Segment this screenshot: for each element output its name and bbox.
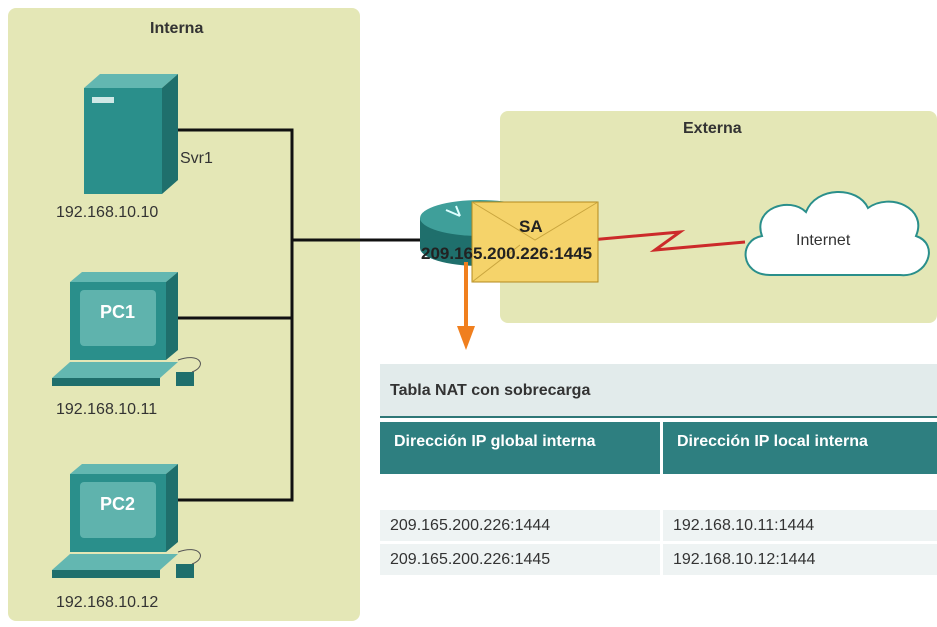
column-header-global: Dirección IP global interna <box>380 422 660 474</box>
nat-table-caption: Tabla NAT con sobrecarga <box>380 364 937 418</box>
table-cell: 209.165.200.226:1445 <box>380 544 660 575</box>
column-header-local: Dirección IP local interna <box>663 422 937 474</box>
internet-label: Internet <box>796 232 851 249</box>
pc2-ip-label: 192.168.10.12 <box>56 594 159 611</box>
inside-network-zone <box>8 8 360 621</box>
table-cell: 192.168.10.12:1444 <box>663 544 937 575</box>
pc1-icon <box>52 272 201 386</box>
ethernet-links <box>170 128 430 502</box>
pc1-name-label: PC1 <box>100 302 136 322</box>
pc2-name-label: PC2 <box>100 494 136 514</box>
pc1-ip-label: 192.168.10.11 <box>56 401 158 418</box>
nat-table: Tabla NAT con sobrecarga Dirección IP gl… <box>380 364 937 590</box>
serial-link <box>589 230 746 252</box>
inside-zone-title: Interna <box>150 20 204 37</box>
envelope-icon <box>471 201 599 283</box>
table-cell: 209.165.200.226:1444 <box>380 510 660 541</box>
down-arrow-icon <box>457 262 475 350</box>
server-ip-label: 192.168.10.10 <box>56 204 159 221</box>
table-cell: 192.168.10.11:1444 <box>663 510 937 541</box>
pc2-icon <box>52 464 201 578</box>
server-icon <box>84 74 178 194</box>
server-name-label: Svr1 <box>180 150 213 167</box>
packet-source-address: 209.165.200.226:1445 <box>421 244 593 263</box>
packet-source-label: SA <box>519 217 543 236</box>
nat-table-title: Tabla NAT con sobrecarga <box>390 382 591 399</box>
bus-link <box>170 128 294 502</box>
outside-zone-title: Externa <box>683 120 742 137</box>
internet-cloud-icon <box>744 191 930 277</box>
